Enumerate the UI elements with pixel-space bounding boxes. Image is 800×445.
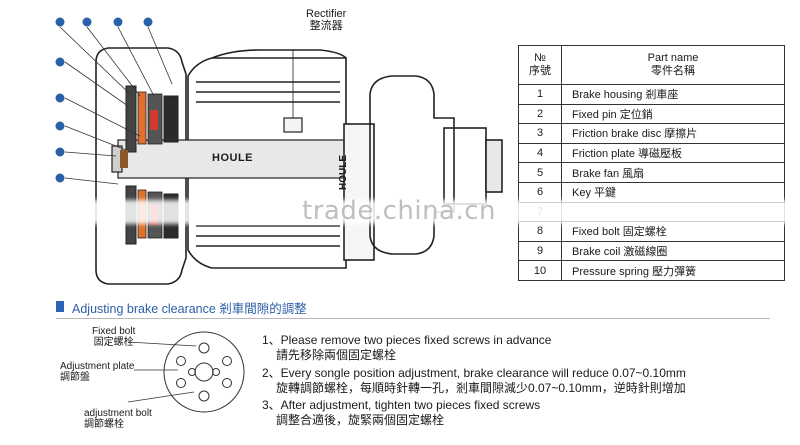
row-part-name: Friction brake disc 摩擦片 — [561, 123, 785, 144]
leader-lines — [59, 26, 173, 185]
fixed-bolt-label: Fixed bolt 固定螺栓 — [92, 326, 136, 348]
section-marker — [56, 301, 64, 312]
row-part-name: Brake fan 風扇 — [561, 162, 785, 183]
row-part-name: Fixed pin 定位銷 — [561, 103, 785, 125]
brake-cover-outline — [95, 47, 187, 285]
row-part-name: Brake coil 激磁線圈 — [561, 240, 785, 262]
header-number: № 序號 — [518, 45, 562, 85]
step-1-cn: 請先移除兩個固定螺栓 — [276, 348, 397, 362]
row-part-name: Key 平鍵 — [561, 181, 785, 203]
brand-label-vertical: HOULE — [338, 155, 349, 190]
parts-table-header: № 序號 Part name 零件名稱 — [518, 45, 785, 85]
header-part-name: Part name 零件名稱 — [561, 45, 785, 85]
motor-body — [187, 49, 347, 269]
row-number: 1 — [518, 84, 562, 105]
row-number: 10 — [518, 260, 562, 281]
step-2-en: 2、Every songle position adjustment, brak… — [262, 366, 686, 380]
plate-leader-lines — [127, 341, 197, 403]
step-3-en: 3、After adjustment, tighten two pieces f… — [262, 398, 541, 412]
rectifier-label-cn: 整流器 — [309, 20, 343, 32]
row-part-name: Friction plate 導磁壓板 — [561, 142, 785, 164]
step-2-cn: 旋轉調節螺栓，每順時針轉一孔，剎車間隙減少0.07~0.10mm，逆時針則增加 — [276, 381, 686, 395]
adjustment-steps: 1、Please remove two pieces fixed screws … — [262, 333, 792, 428]
step-1-en: 1、Please remove two pieces fixed screws … — [262, 333, 552, 347]
row-number: 2 — [518, 103, 562, 125]
row-part-name: Brake housing 剎車座 — [561, 84, 785, 105]
adjustment-plate-label: Adjustment plate 調節盤 — [60, 361, 135, 383]
row-number: 9 — [518, 240, 562, 262]
watermark-band — [80, 200, 800, 224]
row-number: 8 — [518, 221, 562, 242]
adjustment-plate-drawing — [163, 331, 245, 413]
rectifier-label: Rectifier 整流器 — [306, 8, 346, 32]
adjustment-bolt-label: adjustment bolt 調節螺栓 — [84, 408, 152, 430]
step-3-cn: 調整合適後，旋緊兩個固定螺栓 — [276, 413, 445, 427]
row-part-name: Fixed bolt 固定螺栓 — [561, 221, 785, 242]
section-divider — [56, 318, 770, 319]
section-title: Adjusting brake clearance 剎車間隙的調整 — [72, 302, 307, 316]
watermark: trade.china.cn — [302, 196, 497, 226]
row-part-name: Pressure spring 壓力彈簧 — [561, 260, 785, 281]
rectifier-label-en: Rectifier — [306, 8, 347, 20]
gearbox — [343, 75, 503, 261]
row-number: 3 — [518, 123, 562, 144]
rectifier-box — [283, 50, 303, 133]
row-number: 5 — [518, 162, 562, 183]
brand-label-horizontal: HOULE — [212, 152, 253, 164]
row-number: 4 — [518, 142, 562, 164]
